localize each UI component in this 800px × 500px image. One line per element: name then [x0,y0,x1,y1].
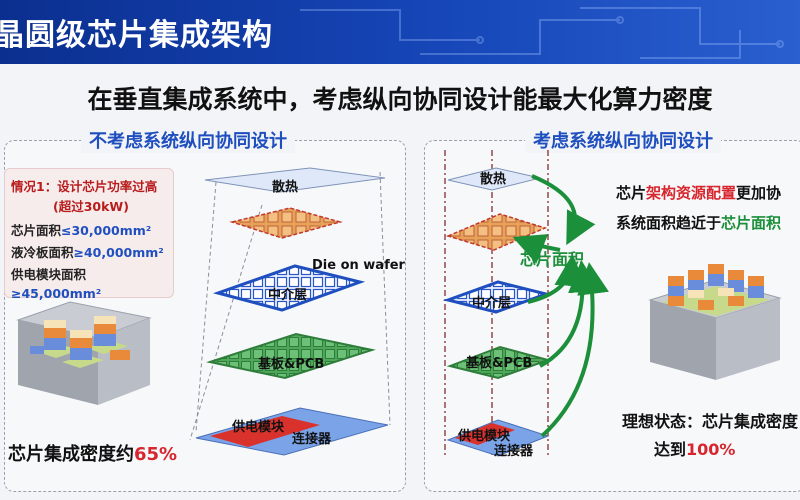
power-area-value: ≥45,000mm² [11,286,102,301]
right-power-layer [446,419,550,457]
ideal-state: 理想状态：芯片集成密度 达到100% [622,408,800,464]
right-note-line-2: 系统面积趋近于芯片面积 [616,208,800,238]
right-connector-label: 连接器 [494,444,534,459]
left-interposer-layer [212,264,366,312]
left-density-label: 芯片集成密度约 [8,444,134,465]
cooling-area-value: ≥40,000mm² [73,245,164,260]
right-die-layer [445,213,548,251]
left-connector-label: 连接器 [292,432,332,447]
ideal-prefix: 达到 [654,440,687,459]
left-3d-block [16,301,152,405]
case-line-2: (超过30kW) [53,199,129,214]
case-line-1: 情况1：设计芯片功率过高 [11,179,158,194]
right-heat-label: 散热 [480,172,507,187]
right-panel-title: 考虑系统纵向协同设计 [525,127,721,153]
cooling-area-label: 液冷板面积 [11,245,74,260]
left-panel-title: 不考虑系统纵向协同设计 [81,127,295,153]
right-substrate-label: 基板&PCB [466,356,533,371]
left-power-label: 供电模块 [232,420,285,435]
slide-title: 晶圆级芯片集成架构 [0,18,273,53]
right-power-label: 供电模块 [458,429,511,444]
chip-area-arrows [527,174,609,438]
left-interposer-label: 中介层 [268,288,308,303]
left-heat-layer [204,167,386,193]
left-heat-label: 散热 [272,180,299,195]
note-p2-green: 芯片面积 [721,214,782,232]
case-row-chip-area: 芯片面积≤30,000mm² [11,221,151,240]
title-bar: 晶圆级芯片集成架构 [0,0,800,64]
circuit-pattern-icon [300,7,784,59]
case-row-power-area: 供电模块面积 ≥45,000mm² [11,265,173,303]
right-note-line-1: 芯片架构资源配置更加协 [616,178,800,208]
ideal-line-1: 理想状态：芯片集成密度 [622,412,799,431]
power-area-label: 供电模块面积 [11,267,87,282]
left-frustum-lines [189,171,391,441]
note-p2: 系统面积趋近于 [616,214,722,232]
headline: 在垂直集成系统中，考虑纵向协同设计能最大化算力密度 [87,85,713,114]
note-p1: 芯片 [616,184,647,202]
note-p1-tail: 更加协 [736,184,782,202]
case-info-box: 情况1：设计芯片功率过高 (超过30kW) 芯片面积≤30,000mm² 液冷板… [4,168,174,301]
ideal-value: 100% [686,440,736,459]
left-substrate-layer [206,332,376,380]
right-interposer-label: 中介层 [472,296,512,311]
left-die-layer [229,207,343,239]
left-density-value: 65% [134,444,178,465]
note-p1-red: 架构资源配置 [646,184,737,202]
left-power-module [210,416,320,447]
right-power-module [455,423,515,445]
chip-area-back-arrow [512,234,561,264]
left-die-on-wafer-label: Die on wafer [312,258,405,273]
case-row-cooling-area: 液冷板面积≥40,000mm² [11,243,164,262]
left-density-text: 芯片集成密度约65% [8,440,177,466]
right-3d-block [648,264,782,380]
chip-area-label: 芯片面积 [520,250,585,269]
right-guides [444,150,549,455]
ideal-line-2: 达到100% [622,436,800,464]
left-substrate-label: 基板&PCB [258,357,325,372]
chip-area-label: 芯片面积 [11,223,62,238]
chip-area-value: ≤30,000mm² [61,223,152,238]
right-note: 芯片架构资源配置更加协 系统面积趋近于芯片面积 [616,178,800,238]
